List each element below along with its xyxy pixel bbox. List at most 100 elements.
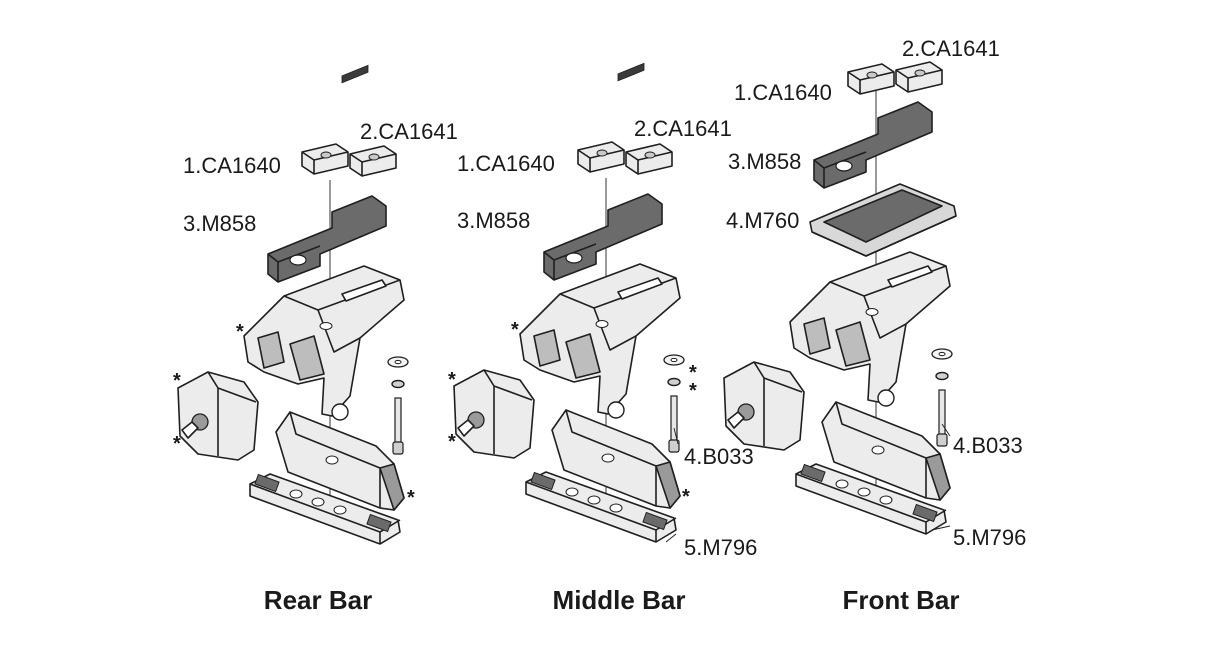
middle-wedge-2 bbox=[625, 143, 673, 175]
middle-star-3: * bbox=[448, 431, 456, 453]
rear-star-1: * bbox=[236, 321, 244, 343]
rear-pad-hole-1 bbox=[311, 497, 325, 507]
rear-wedge-2 bbox=[349, 145, 397, 177]
front-group bbox=[723, 61, 957, 535]
rear-label-p3: 3.M858 bbox=[183, 211, 257, 236]
middle-end-cap-cap bbox=[655, 461, 681, 509]
middle-wedge-2-edge bbox=[625, 151, 673, 174]
middle-bar-title: Middle Bar bbox=[552, 585, 686, 615]
middle-pad-hole-1 bbox=[587, 495, 601, 505]
middle-end-cap-hole bbox=[601, 453, 615, 463]
front-pad-leader bbox=[931, 525, 951, 531]
middle-wedge-2-hole bbox=[644, 151, 656, 159]
middle-label-p3: 3.M858 bbox=[457, 208, 531, 233]
middle-lock-cover-key bbox=[457, 419, 475, 437]
front-wedge-2 bbox=[895, 61, 943, 93]
middle-bolt-washer-hole bbox=[670, 357, 678, 363]
middle-bolt-lockwasher bbox=[667, 377, 681, 387]
middle-star-2: * bbox=[448, 369, 456, 391]
front-pad-tab-left bbox=[800, 463, 826, 483]
front-bolt-shaft bbox=[938, 389, 946, 439]
rear-pad-hole-0 bbox=[289, 489, 303, 499]
middle-wedge-1-hole bbox=[596, 149, 608, 157]
front-label-p5: 5.M796 bbox=[953, 525, 1027, 550]
middle-pad bbox=[525, 471, 677, 543]
rear-bolt-shaft bbox=[394, 397, 402, 447]
front-foot-knob bbox=[877, 389, 895, 407]
rear-wedge-2-edge bbox=[349, 153, 397, 176]
front-foot-hole bbox=[865, 308, 879, 316]
front-foot-clamp-right bbox=[835, 321, 871, 367]
front-plate-m760-top bbox=[823, 189, 943, 243]
middle-pad-hole-0 bbox=[565, 487, 579, 497]
rear-foot-slot bbox=[341, 279, 387, 302]
middle-pad-tab-right bbox=[642, 511, 668, 531]
rear-end-cap-hole bbox=[325, 455, 339, 465]
middle-pad-leader bbox=[665, 533, 677, 543]
middle-bolt-head bbox=[668, 439, 680, 453]
front-label-p3: 3.M858 bbox=[728, 149, 802, 174]
front-label-p1: 1.CA1640 bbox=[734, 80, 832, 105]
front-end-cap-edges bbox=[835, 401, 927, 498]
rear-wedge-1-hole bbox=[320, 151, 332, 159]
front-label-p4: 4.M760 bbox=[726, 208, 800, 233]
rear-foot-clamp-left bbox=[257, 331, 285, 369]
front-foot-clamp-left bbox=[803, 317, 831, 355]
front-wedge-2-hole bbox=[914, 69, 926, 77]
front-lock-cover-edges bbox=[753, 361, 803, 446]
front-bar-title: Front Bar bbox=[842, 585, 960, 615]
middle-pad-hole-2 bbox=[609, 503, 623, 513]
rear-wedge-1-edge bbox=[301, 151, 349, 174]
front-pad-hole-0 bbox=[835, 479, 849, 489]
rear-bolt-head bbox=[392, 441, 404, 455]
middle-star-1: * bbox=[511, 319, 519, 341]
front-pad bbox=[795, 463, 947, 535]
front-pad-tab-right bbox=[912, 503, 938, 523]
rear-label-p1: 1.CA1640 bbox=[183, 153, 281, 178]
rear-star-2: * bbox=[173, 370, 181, 392]
middle-foot-hole bbox=[595, 320, 609, 328]
front-end-cap-cap bbox=[925, 453, 951, 501]
front-bolt-lockwasher bbox=[935, 371, 949, 381]
rear-star-3: * bbox=[173, 433, 181, 455]
front-bolt-leader bbox=[941, 423, 951, 437]
middle-label-p5: 5.M796 bbox=[684, 535, 758, 560]
rear-wedge-2-hole bbox=[368, 153, 380, 161]
middle-spacer-logo bbox=[617, 62, 645, 82]
rear-lock-cover-key bbox=[181, 421, 199, 439]
front-wedge-1-edge bbox=[847, 71, 895, 94]
middle-label-p2: 2.CA1641 bbox=[634, 116, 732, 141]
front-wedge-1 bbox=[847, 63, 895, 95]
middle-pad-edges bbox=[525, 481, 677, 542]
rear-group bbox=[177, 64, 409, 545]
rear-pad-edges bbox=[249, 483, 401, 544]
front-spacer-edge bbox=[813, 151, 867, 188]
rear-foot-hole bbox=[319, 322, 333, 330]
front-label-p6: 4.B033 bbox=[953, 433, 1023, 458]
rear-foot-knob bbox=[331, 403, 349, 421]
rear-wedge-1 bbox=[301, 143, 349, 175]
middle-foot-knob bbox=[607, 401, 625, 419]
middle-end-cap-edges bbox=[565, 409, 657, 506]
rear-spacer-edge bbox=[267, 245, 321, 282]
front-pad-hole-2 bbox=[879, 495, 893, 505]
front-label-p2: 2.CA1641 bbox=[902, 36, 1000, 61]
rear-foot-clamp-right bbox=[289, 335, 325, 381]
middle-foot-clamp-right bbox=[565, 333, 601, 379]
front-pad-edges bbox=[795, 473, 947, 534]
rear-bolt-lockwasher bbox=[391, 379, 405, 389]
rear-pad bbox=[249, 473, 401, 545]
front-pad-hole-1 bbox=[857, 487, 871, 497]
rear-pad-tab-left bbox=[254, 473, 280, 493]
middle-star-6: * bbox=[682, 486, 690, 508]
front-wedge-1-hole bbox=[866, 71, 878, 79]
middle-star-4: * bbox=[689, 362, 697, 384]
front-lock-cover-key bbox=[727, 411, 745, 429]
front-foot-slot bbox=[887, 265, 933, 288]
middle-wedge-1 bbox=[577, 141, 625, 173]
rear-spacer-logo bbox=[341, 64, 369, 84]
rear-pad-hole-2 bbox=[333, 505, 347, 515]
rear-spacer-notch bbox=[289, 254, 307, 266]
